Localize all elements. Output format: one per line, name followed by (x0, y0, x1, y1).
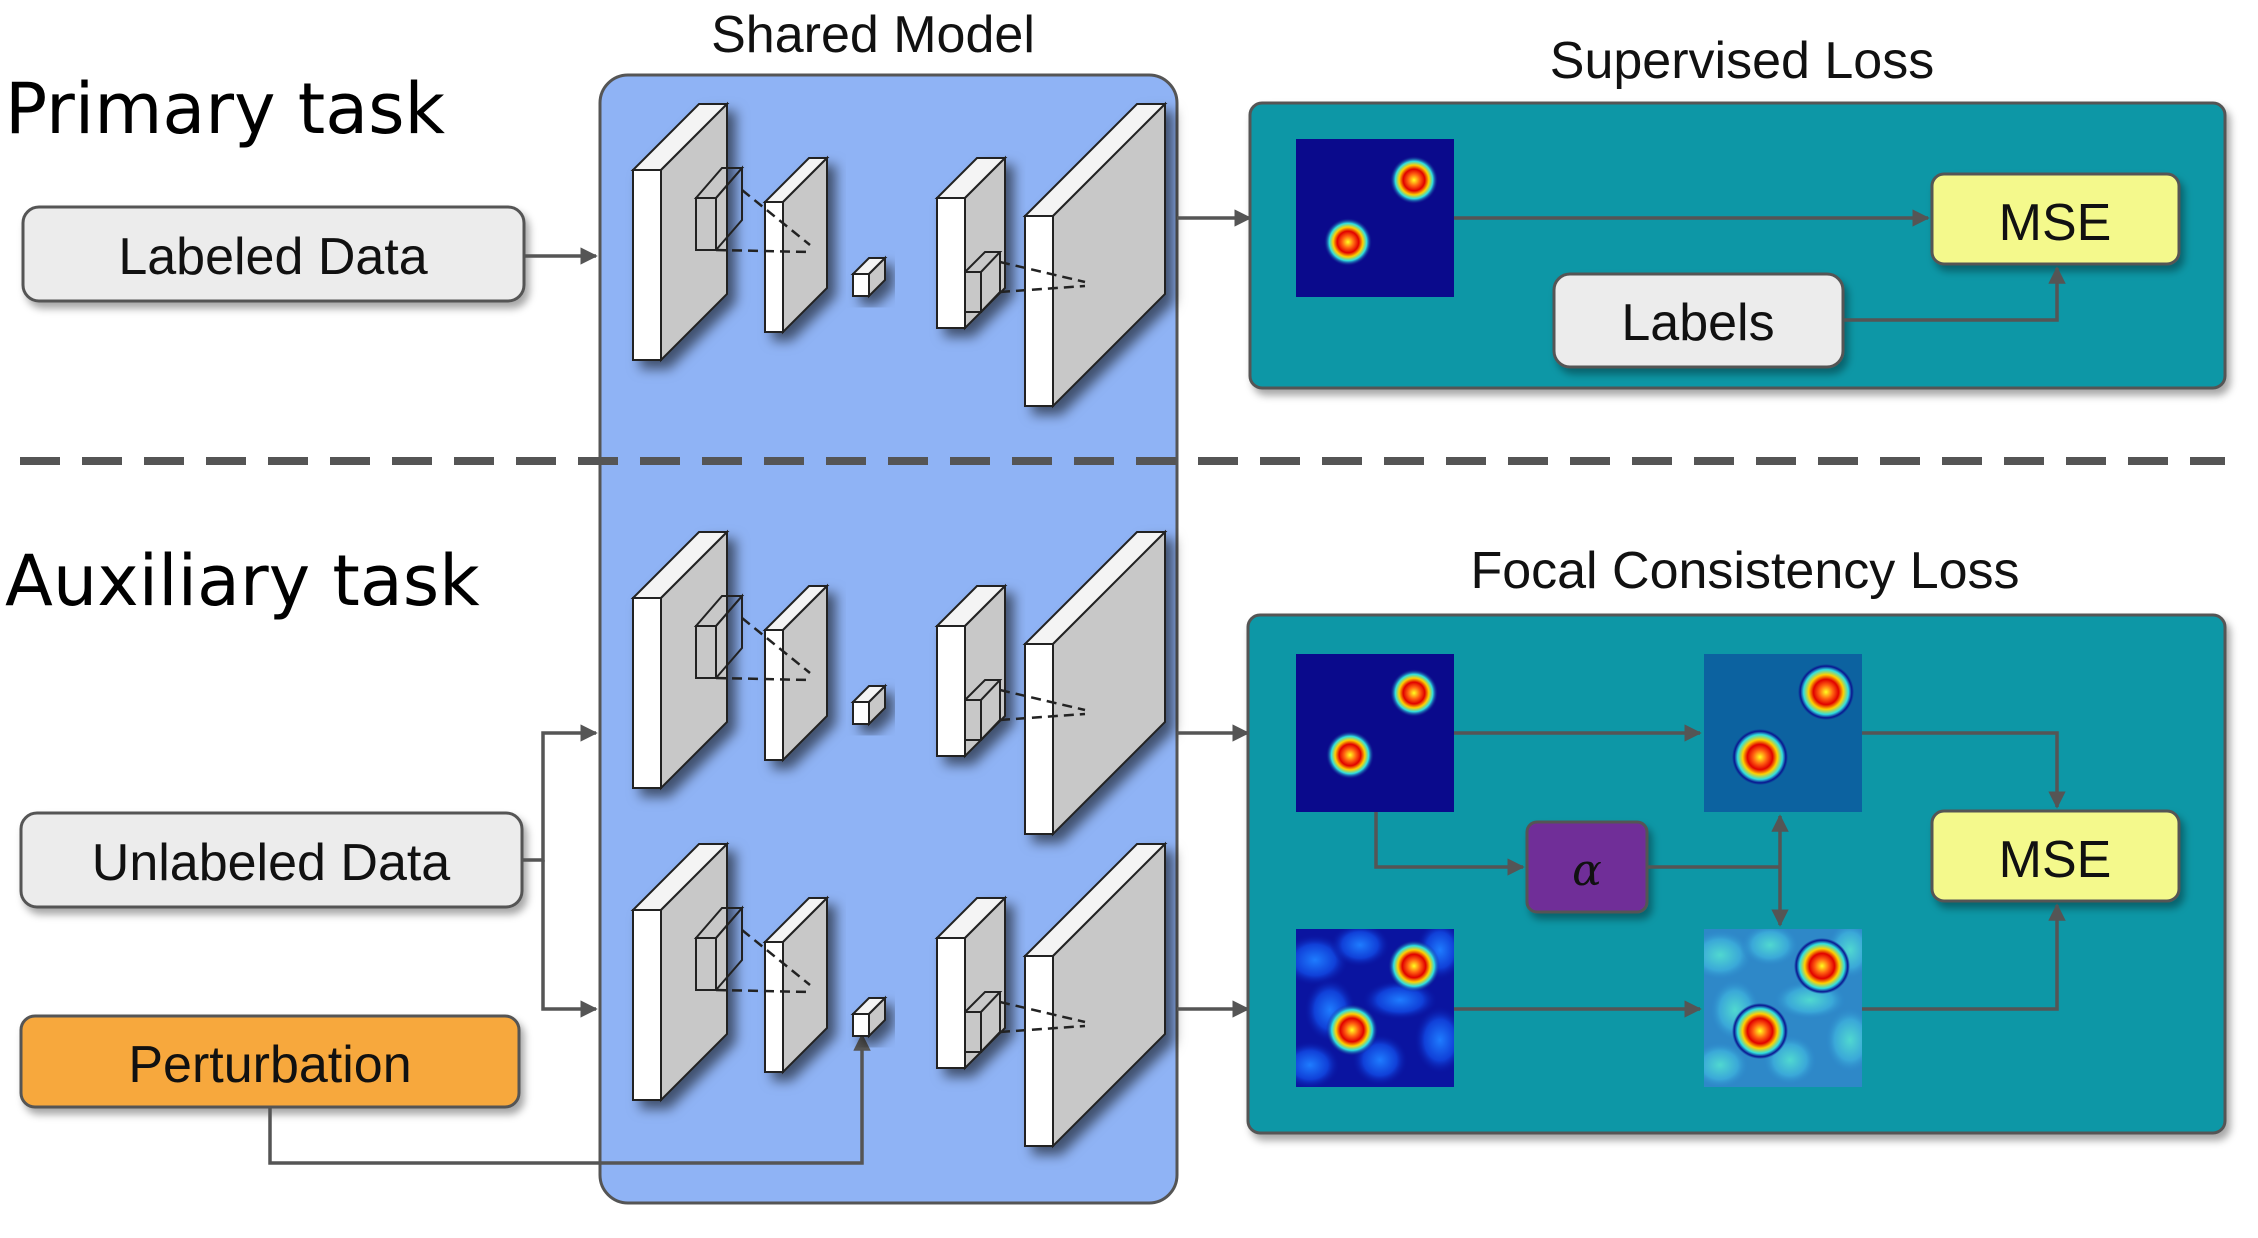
deconv-layer-2 (1022, 841, 1168, 1149)
mse-box-supervised: MSE (1930, 172, 2181, 266)
shared-model-title: Shared Model (711, 6, 1035, 64)
arrow-clean-to-alpha (1374, 812, 1525, 876)
focal-loss-panel (1246, 613, 2227, 1135)
deconv-layer-1 (934, 895, 1008, 1071)
conv-layer-2 (762, 583, 830, 763)
heatmap-focal-clean (1704, 654, 1862, 812)
network-auxiliary-perturbed (630, 841, 1168, 1149)
network-auxiliary-clean (630, 529, 1168, 837)
deconv-layer-2 (1022, 529, 1168, 837)
labeled-data-label: Labeled Data (118, 228, 427, 286)
conv-kernel (693, 165, 811, 254)
arrow-labels-to-mse (1843, 266, 2066, 322)
arrow-unlabeled-to-model-bottom (541, 860, 598, 1018)
bottleneck-layer (850, 995, 888, 1039)
heatmap-perturbed-prediction (1296, 929, 1454, 1087)
deconv-kernel (964, 251, 1086, 313)
labeled-data-box: Labeled Data (21, 205, 526, 303)
conv-layer-1 (630, 101, 730, 363)
conv-kernel (693, 593, 811, 682)
mse-box-focal: MSE (1930, 809, 2181, 903)
conv-kernel (693, 905, 811, 994)
arrow-unlabeled-to-model-top (522, 724, 598, 862)
arrow-perturbation-to-bottleneck (268, 1033, 871, 1165)
heatmap-prediction-supervised (1296, 139, 1454, 297)
alpha-box: α (1525, 820, 1649, 914)
heatmap-clean-prediction (1296, 654, 1454, 812)
mse-label-focal: MSE (1999, 831, 2112, 889)
deconv-layer-2 (1022, 101, 1168, 409)
auxiliary-task-title: Auxiliary task (5, 540, 480, 622)
arrow-focal-clean-to-mse (1862, 731, 2066, 809)
network-primary (630, 101, 1168, 409)
heatmap-focal-perturbed (1704, 929, 1862, 1087)
supervised-loss-title: Supervised Loss (1550, 32, 1934, 90)
primary-task-title: Primary task (5, 68, 446, 150)
bottleneck-layer (850, 255, 888, 299)
labels-box: Labels (1552, 272, 1845, 369)
mse-label-supervised: MSE (1999, 194, 2112, 252)
focal-loss-title: Focal Consistency Loss (1470, 542, 2019, 600)
arrow-focal-perturbed-to-mse (1862, 903, 2066, 1011)
conv-layer-1 (630, 529, 730, 791)
perturbation-label: Perturbation (128, 1036, 411, 1094)
deconv-layer-1 (934, 155, 1008, 331)
unlabeled-data-label: Unlabeled Data (92, 834, 451, 892)
conv-layer-2 (762, 155, 830, 335)
conv-layer-1 (630, 841, 730, 1103)
conv-layer-2 (762, 895, 830, 1075)
deconv-kernel (964, 991, 1086, 1053)
bottleneck-layer (850, 683, 888, 727)
deconv-layer-1 (934, 583, 1008, 759)
unlabeled-data-box: Unlabeled Data (19, 811, 524, 909)
deconv-kernel (964, 679, 1086, 741)
perturbation-box: Perturbation (19, 1014, 521, 1109)
alpha-label: α (1572, 845, 1602, 896)
labels-label: Labels (1621, 294, 1774, 352)
